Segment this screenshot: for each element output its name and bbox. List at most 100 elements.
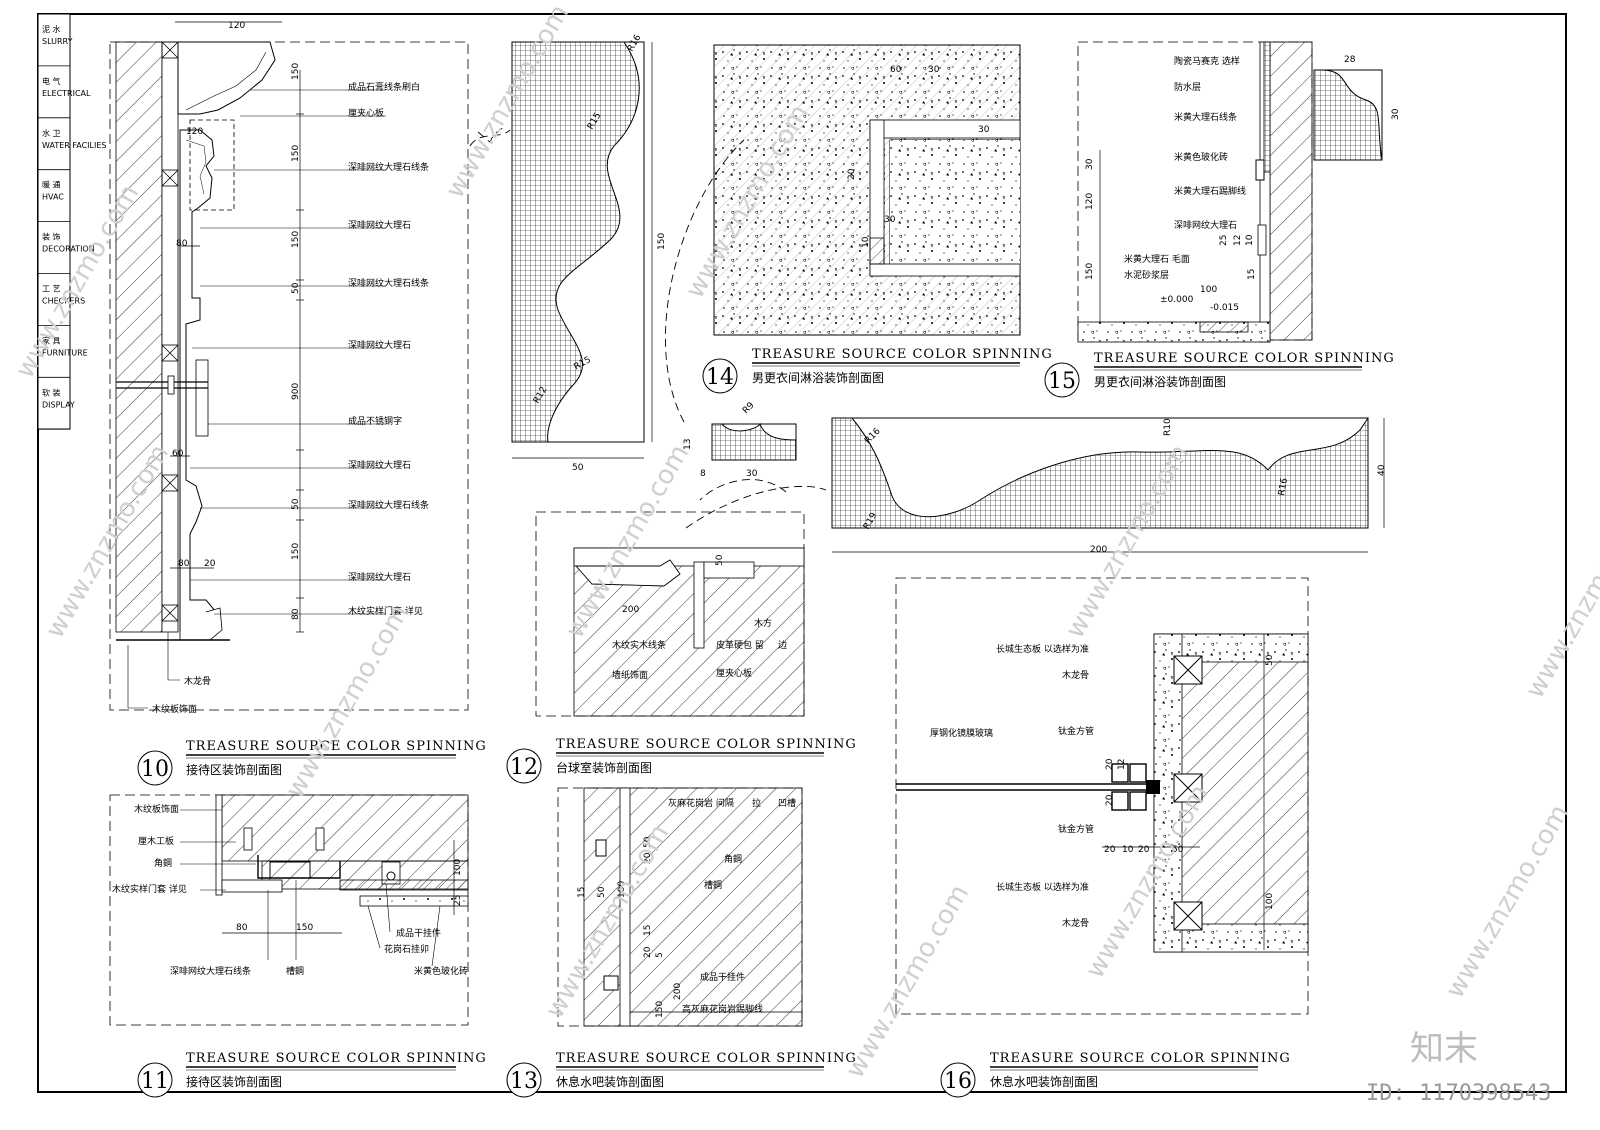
dimension-value: 30 (928, 65, 940, 75)
dimension-value: 50 (715, 554, 725, 566)
detail-number: 11 (141, 1069, 169, 1094)
dimension-value: 20 (1105, 758, 1115, 770)
dimension-value: 150 (291, 543, 301, 560)
detail-number: 10 (141, 757, 169, 782)
detail-10: 成品石膏线条刷白厘夹心板深啡网纹大理石线条深啡网纹大理石深啡网纹大理石线条深啡网… (109, 21, 469, 715)
callout-label: 成品不锈钢字 (348, 415, 402, 427)
dimension-value: 120 (186, 127, 203, 137)
callout-label: 深啡网纹大理石线条 (348, 499, 429, 511)
sidebar-item-sublabel: FURNITURE (42, 348, 88, 357)
sidebar-item-sublabel: DECORATION (42, 245, 95, 254)
callout-label: 角鋼 (724, 853, 742, 865)
callout-label: 木纹实样门套 详见 (112, 883, 187, 895)
dimension-value: 150 (291, 231, 301, 248)
dimension-value: 8 (700, 469, 706, 479)
dimension-value: 150 (655, 1001, 665, 1018)
dimension-value: R16 (1277, 477, 1290, 496)
dimension-value: 150 (296, 923, 313, 933)
callout-label: 成品干挂件 (700, 971, 745, 983)
dimension-value: 15 (1247, 269, 1257, 280)
callout-label: 厘夹心板 (348, 107, 384, 119)
detail-16: 长城生态板 以选样为准木龙骨厚钢化镜膜玻璃钛金方管钛金方管长城生态板 以选样为准… (895, 577, 1309, 1015)
sidebar-item-label: 家 具 (42, 335, 61, 345)
detail-number: 13 (510, 1069, 538, 1094)
callout-label: 木纹板饰面 (134, 803, 179, 815)
callout-label: 深啡网纹大理石线条 (170, 965, 251, 977)
sidebar-item-sublabel: DISPLAY (42, 400, 75, 409)
watermark-id: ID: 1170398543 (1366, 1081, 1551, 1106)
detail-title: TREASURE SOURCE COLOR SPINNING (752, 347, 1053, 362)
dimension-value: R10 (1163, 418, 1173, 436)
callout-label: 钛金方管 (1058, 823, 1094, 835)
dimension-value: R9 (741, 400, 757, 416)
callout-label: 深啡网纹大理石 (348, 339, 411, 351)
dimension-value: 60 (172, 449, 184, 459)
callout-label: 米黄大理石踢脚线 (1174, 185, 1246, 197)
dimension-value: 10 (1122, 845, 1134, 855)
detail-title: TREASURE SOURCE COLOR SPINNING (186, 1051, 487, 1066)
dimension-value: 80 (291, 608, 301, 620)
dimension-value: 50 (1265, 654, 1275, 666)
sidebar-item-label: 暖 通 (42, 180, 61, 190)
callout-label: 米黄色玻化砖 (1174, 151, 1228, 163)
dimension-value: 20 (204, 559, 216, 569)
detail-15: 陶瓷马赛克 选样防水层米黄大理石线条米黄色玻化砖米黄大理石踢脚线深啡网纹大理石米… (1077, 41, 1401, 343)
dimension-value: 13 (683, 439, 693, 450)
callout-label: 木龙骨 (184, 675, 211, 687)
dimension-value: 5 (655, 952, 665, 958)
detail-title: TREASURE SOURCE COLOR SPINNING (1094, 351, 1395, 366)
callout-label: 槽鋼 (704, 879, 722, 891)
connector-curves (469, 129, 787, 501)
callout-label: 木纹实样门套 详见 (348, 605, 423, 617)
dimension-value: 25 (453, 895, 463, 906)
dimension-value: 12 (1117, 759, 1127, 770)
detail-number: 14 (706, 365, 734, 390)
watermark-text: www.znzmo.com (1520, 500, 1600, 704)
detail-subtitle: 接待区装饰剖面图 (186, 1074, 282, 1089)
callout-label: 木纹板饰面 (152, 703, 197, 715)
detail-subtitle: 接待区装饰剖面图 (186, 762, 282, 777)
dimension-value: 10 (861, 236, 871, 248)
detail-number: 16 (944, 1069, 972, 1094)
dimension-value: 30 (1085, 158, 1095, 170)
dimension-value: 100 (1265, 893, 1275, 910)
callout-label: 陶瓷马赛克 选样 (1174, 55, 1240, 67)
wall-section (115, 41, 163, 633)
watermark-text: www.znzmo.com (840, 880, 975, 1084)
callout-label: 厘木工板 (138, 835, 174, 847)
dimension-value: 12 (1233, 235, 1243, 246)
sidebar-item-label: 泥 水 (42, 24, 61, 34)
callout-label: 防水层 (1174, 81, 1201, 93)
dimension-value: 200 (673, 983, 683, 1000)
detail-number: 12 (510, 755, 538, 780)
detail-11: 木纹板饰面厘木工板角鋼木纹实样门套 详见深啡网纹大理石线条槽鋼成品干挂件花岗石挂… (109, 794, 469, 1026)
callout-label: 钛金方管 (1058, 725, 1094, 737)
dimension-value: 120 (228, 21, 245, 31)
dimension-value: 50 (1172, 845, 1184, 855)
dimension-value: 50 (572, 463, 584, 473)
sidebar-item-sublabel: HVAC (42, 193, 64, 202)
callout-label: 成品石膏线条刷白 (348, 81, 420, 93)
dimension-value: 20 (1105, 794, 1115, 806)
dimension-value: 50 (597, 886, 607, 898)
callout-label: 深啡网纹大理石线条 (348, 161, 429, 173)
dimension-value: 60 (890, 65, 902, 75)
sidebar-item-label: 电 气 (42, 76, 61, 86)
sidebar-item-label: 装 饰 (42, 232, 61, 242)
sheet-border (37, 13, 1567, 1093)
dimension-value: 50 (643, 836, 653, 848)
callout-label: 灰麻花岗岩 间隔 (668, 797, 734, 809)
dimension-value: 120 (1085, 193, 1095, 210)
watermark-logo: 知末 (1410, 1029, 1478, 1069)
dimension-value: 30 (978, 125, 990, 135)
callout-label: 角鋼 (154, 857, 172, 869)
callout-label: 水泥砂浆层 (1124, 269, 1169, 281)
